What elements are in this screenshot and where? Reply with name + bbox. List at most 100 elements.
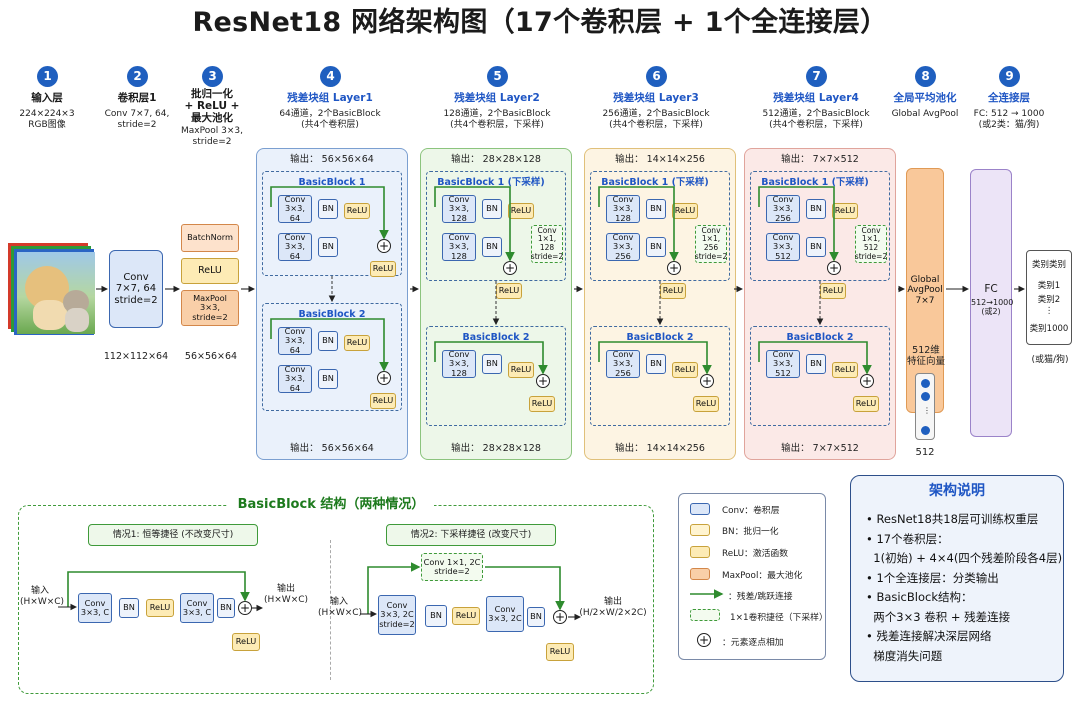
layer3-block1-title: BasicBlock 1 (下采样) <box>601 177 709 188</box>
stage-number-9: 9 <box>999 66 1020 87</box>
stem-maxpool: MaxPool 3×3, stride=2 <box>181 290 239 326</box>
layer-out-4: 输出： 7×7×512 <box>781 443 859 454</box>
layer-in-3: 输出： 14×14×256 <box>615 154 705 165</box>
case2-bn-b: BN <box>527 607 545 627</box>
case1-conv-a: Conv 3×3, C <box>78 593 112 623</box>
layer4-b1-downsample: Conv 1×1, 512 stride=2 <box>855 225 887 263</box>
notes-title: 架构说明 <box>929 483 985 499</box>
layer1-b2-relu-out: ReLU <box>370 393 396 409</box>
layer4-b1-relu-out: ReLU <box>820 283 846 299</box>
stem-relu: ReLU <box>181 258 239 284</box>
basicblock-structure-title: BasicBlock 结构（两种情况） <box>228 497 434 513</box>
stage-number-6: 6 <box>646 66 667 87</box>
layer1-b2-add-icon: + <box>377 371 391 385</box>
layer2-block2-title: BasicBlock 2 <box>462 332 530 343</box>
legend-skip: ：残差/跳跃连接 <box>728 592 793 602</box>
input-image <box>8 243 95 335</box>
stage-title-5: 残差块组 Layer2 <box>454 92 540 104</box>
stage-desc-1-1: RGB图像 <box>28 120 66 130</box>
layer1-block1 <box>262 171 402 276</box>
stage-desc-4-1: (共4个卷积层) <box>301 120 359 130</box>
layer1-b2-bn-b: BN <box>318 369 338 389</box>
layer2-block1 <box>426 171 566 281</box>
layer3-b1-conv-b: Conv 3×3, 256 <box>606 232 640 261</box>
layer4-b1-conv-a: Conv 3×3, 256 <box>766 194 800 223</box>
stage-title-3-2: 最大池化 <box>191 112 233 124</box>
layer3-b1-relu-out: ReLU <box>660 283 686 299</box>
legend-maxpool-swatch <box>690 568 710 580</box>
layer2-b1-downsample: Conv 1×1, 128 stride=2 <box>531 225 563 263</box>
case-divider <box>330 540 331 680</box>
case2-input: 输入 (H×W×C) <box>318 597 363 618</box>
layer3-block2 <box>590 326 730 426</box>
layer3-b2-relu-out: ReLU <box>693 396 719 412</box>
notes-item-2: 1(初始) + 4×4(四个残差阶段各4层) <box>866 551 1063 565</box>
stage-number-4: 4 <box>320 66 341 87</box>
layer2-b2-add-icon: + <box>536 374 550 388</box>
layer2-b1-add-icon: + <box>503 261 517 275</box>
stage-number-1: 1 <box>37 66 58 87</box>
layer-out-2: 输出： 28×28×128 <box>451 443 541 454</box>
legend-bn-swatch <box>690 524 710 536</box>
layer1-b1-relu-out: ReLU <box>370 261 396 277</box>
layer1-b1-conv-b: Conv 3×3, 64 <box>278 232 312 261</box>
layer1-b1-relu-a: ReLU <box>344 203 370 219</box>
layer2-b2-bn-a: BN <box>482 354 502 374</box>
layer4-b2-relu-out: ReLU <box>853 396 879 412</box>
stage-title-7: 残差块组 Layer4 <box>773 92 859 104</box>
layer-out-1: 输出： 56×56×64 <box>290 443 374 454</box>
case1-output: 输出 (H×W×C) <box>263 584 309 605</box>
case2-conv-b: Conv 3×3, 2C <box>486 596 524 632</box>
stage-desc-2-0: Conv 7×7, 64, <box>104 109 170 119</box>
stem-output: 56×56×64 <box>184 351 238 362</box>
layer2-b1-conv-b: Conv 3×3, 128 <box>442 232 476 261</box>
layer4-b2-conv-a: Conv 3×3, 512 <box>766 349 800 378</box>
layer4-b2-relu-a: ReLU <box>832 362 858 378</box>
layer3-b1-bn-a: BN <box>646 199 666 219</box>
layer1-b2-relu-a: ReLU <box>344 335 370 351</box>
case1-relu-a: ReLU <box>146 599 174 617</box>
notes-item-4: • BasicBlock结构： <box>866 590 973 604</box>
stage-desc-6-0: 256通道，2个BasicBlock <box>602 109 710 119</box>
layer2-b2-relu-a: ReLU <box>508 362 534 378</box>
layer2-b2-relu-out: ReLU <box>529 396 555 412</box>
layer3-b1-conv-a: Conv 3×3, 128 <box>606 194 640 223</box>
layer4-block1 <box>750 171 890 281</box>
case2-conv-a: Conv 3×3, 2C stride=2 <box>378 595 416 635</box>
stem-batchnorm: BatchNorm <box>181 224 239 252</box>
layer3-block1 <box>590 171 730 281</box>
layer2-b1-bn-a: BN <box>482 199 502 219</box>
notes-item-3: • 1个全连接层：分类输出 <box>866 570 999 585</box>
notes-item-5: 两个3×3 卷积 + 残差连接 <box>866 609 1011 624</box>
layer4-b1-conv-b: Conv 3×3, 512 <box>766 232 800 261</box>
layer2-block1-title: BasicBlock 1 (下采样) <box>437 177 545 188</box>
legend-ds: 1×1卷积捷径（下采样） <box>730 613 828 623</box>
case1-bn-b: BN <box>217 598 235 618</box>
stage-desc-7-1: (共4个卷积层，下采样) <box>769 120 863 130</box>
layer1-b1-conv-a: Conv 3×3, 64 <box>278 194 312 223</box>
case1-conv-b: Conv 3×3, C <box>180 593 214 623</box>
gap-vector-label: 512维特征向量 <box>906 345 945 368</box>
stage-desc-4-0: 64通道，2个BasicBlock <box>279 109 381 119</box>
stage-desc-5-0: 128通道，2个BasicBlock <box>443 109 551 119</box>
layer3-b2-add-icon: + <box>700 374 714 388</box>
layer2-b1-relu-a: ReLU <box>508 203 534 219</box>
layer4-b1-bn-b: BN <box>806 237 826 257</box>
case2-bn-a: BN <box>425 605 447 627</box>
case1-input: 输入 (H×W×C) <box>20 586 65 607</box>
layer1-block2 <box>262 303 402 411</box>
layer2-b1-conv-a: Conv 3×3, 128 <box>442 194 476 223</box>
legend-conv-swatch <box>690 503 710 515</box>
legend-conv: Conv：卷积层 <box>722 506 780 516</box>
stage-desc-6-1: (共4个卷积层，下采样) <box>609 120 703 130</box>
case1-bn-a: BN <box>119 598 139 618</box>
case1-relu-out: ReLU <box>232 633 260 651</box>
layer1-b1-add-icon: + <box>377 239 391 253</box>
layer-out-3: 输出： 14×14×256 <box>615 443 705 454</box>
layer2-b1-relu-out: ReLU <box>496 283 522 299</box>
layer4-b1-bn-a: BN <box>806 199 826 219</box>
conv1-output: 112×112×64 <box>103 351 169 362</box>
layer3-b1-relu-a: ReLU <box>672 203 698 219</box>
stage-desc-8-0: Global AvgPool <box>891 109 959 119</box>
stage-number-5: 5 <box>487 66 508 87</box>
